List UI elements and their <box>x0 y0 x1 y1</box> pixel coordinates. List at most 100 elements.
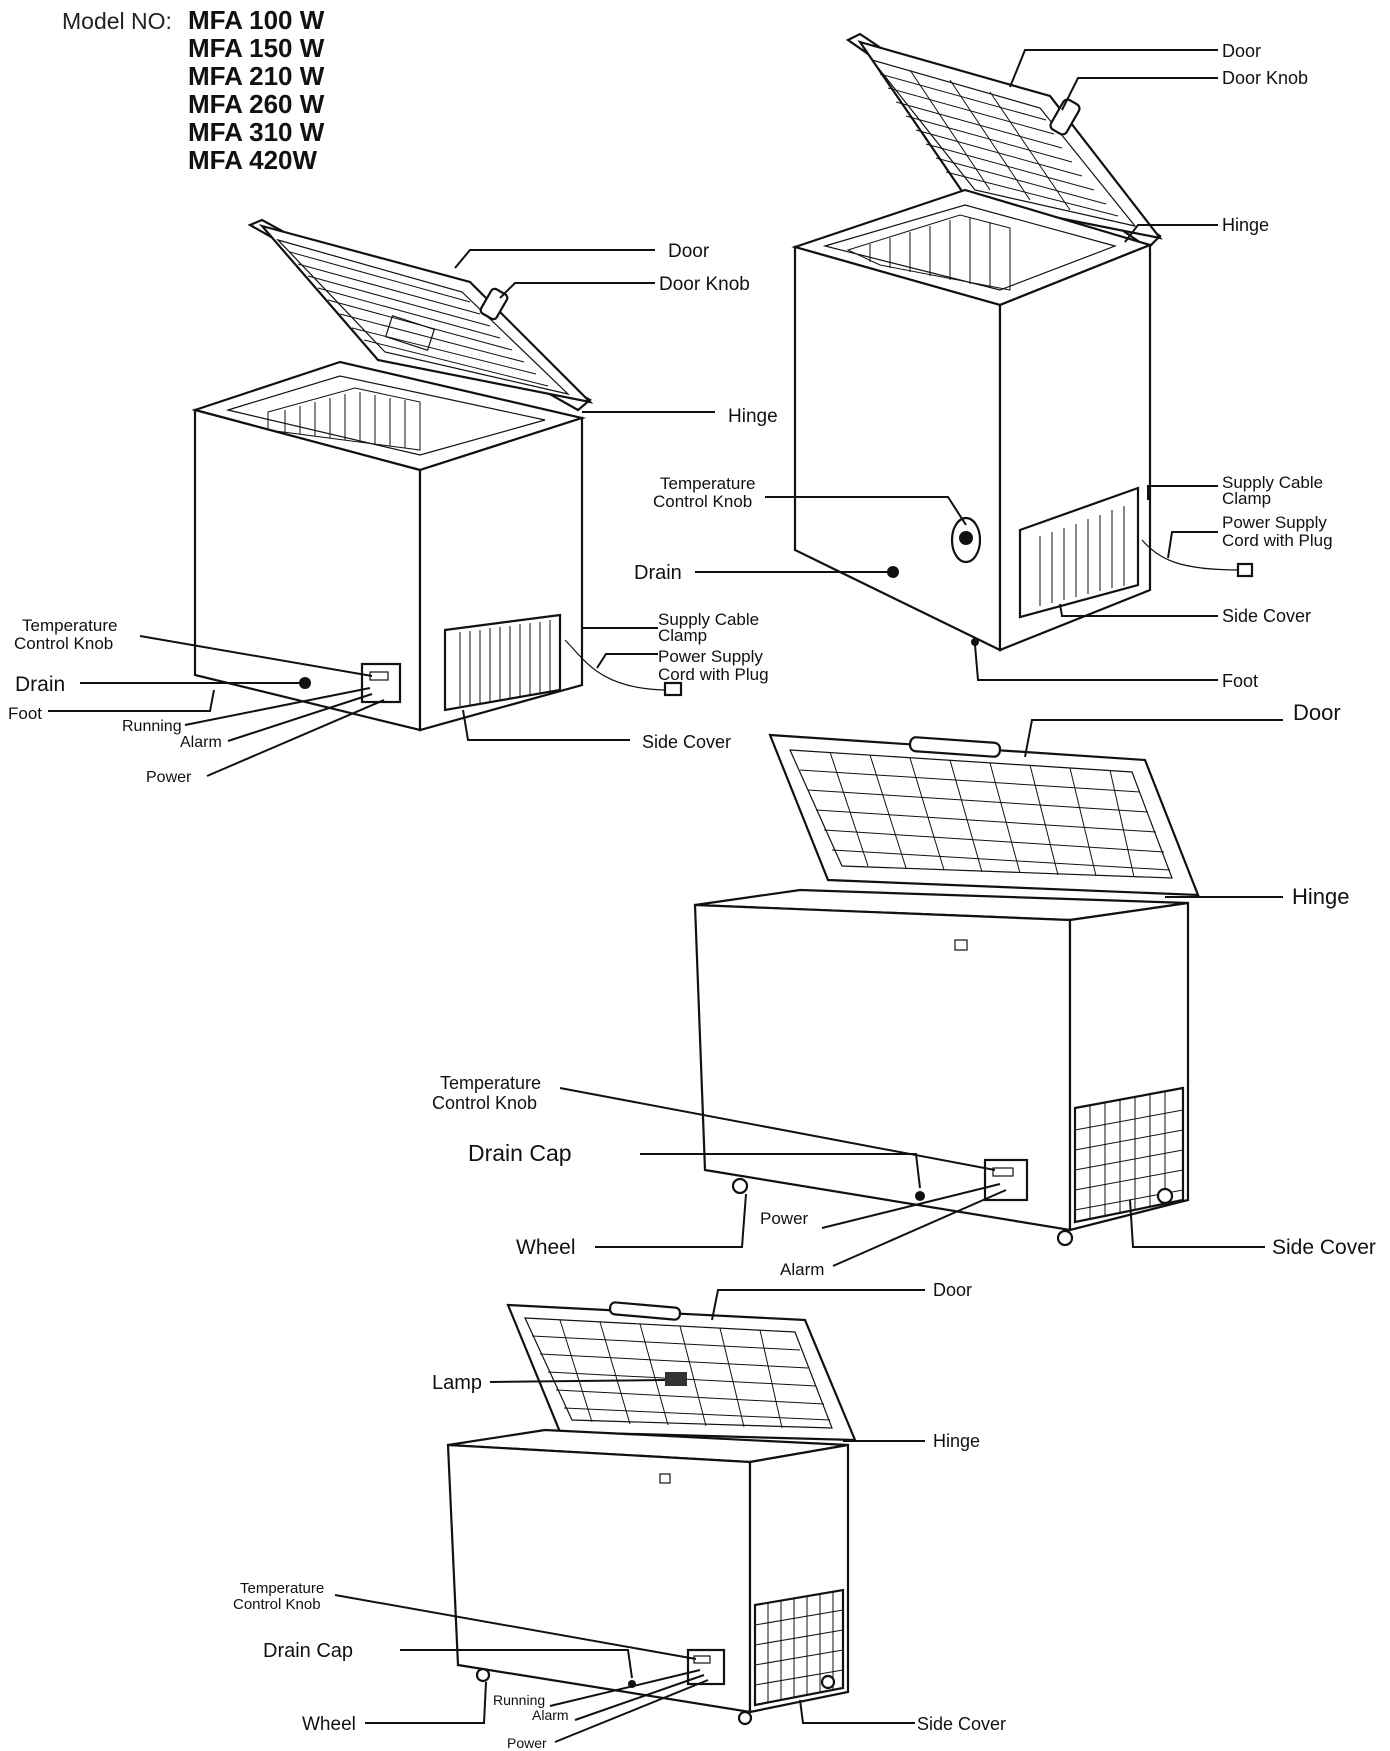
label-temperature-knob-line2: Control Knob <box>432 1093 537 1113</box>
label-temperature-knob-line2: Control Knob <box>233 1596 321 1613</box>
label-running: Running <box>122 718 182 735</box>
label-drain: Drain <box>634 562 682 584</box>
freezer-2-foot <box>971 638 979 646</box>
freezer-2-labels: Door Door Knob Hinge Temperature Control… <box>634 41 1333 691</box>
label-supply-cable-line1: Supply Cable <box>1222 473 1323 492</box>
freezer-3-drain-cap <box>915 1191 925 1201</box>
label-side-cover: Side Cover <box>917 1714 1006 1734</box>
label-foot: Foot <box>1222 671 1258 691</box>
label-lamp: Lamp <box>432 1372 482 1394</box>
label-door-knob: Door Knob <box>1222 68 1308 88</box>
freezer-4-wheel-rear <box>820 1674 836 1690</box>
freezer-3-lock <box>954 939 968 951</box>
label-supply-cable-line2: Clamp <box>1222 489 1271 508</box>
freezer-2-drain <box>887 566 899 578</box>
model-number: MFA 150 W <box>188 33 325 63</box>
freezer-4-lid-liner <box>524 1317 833 1429</box>
freezer-1-lid-lamp-plate <box>384 314 436 352</box>
label-side-cover: Side Cover <box>1272 1236 1376 1259</box>
freezer-3-control-panel <box>983 1158 1029 1202</box>
label-side-cover: Side Cover <box>1222 606 1311 626</box>
label-supply-cable-line2: Clamp <box>658 626 707 645</box>
freezer-3-labels: Door Hinge Temperature Control Knob Drai… <box>432 700 1376 1279</box>
freezer-4-lamp <box>665 1372 687 1386</box>
model-number: MFA 420W <box>188 145 318 175</box>
freezer-3-wheel-front-right <box>1056 1229 1074 1247</box>
freezer-4-side-cover <box>753 1588 845 1707</box>
label-hinge: Hinge <box>728 406 778 427</box>
label-door: Door <box>1293 700 1341 725</box>
freezer-4-leaders <box>334 1289 925 1743</box>
freezer-4-wheel-front-right <box>737 1710 753 1726</box>
label-supply-cable-line1: Supply Cable <box>658 610 759 629</box>
freezer-1-plug <box>663 681 683 697</box>
freezer-2-side-cover <box>1018 486 1140 619</box>
freezer-2-opening <box>822 204 1117 291</box>
freezer-1-leaders <box>48 249 715 777</box>
label-door: Door <box>668 241 710 262</box>
freezer-2-basket <box>846 214 1011 291</box>
label-hinge: Hinge <box>933 1431 980 1451</box>
freezer-3-lid-liner <box>789 749 1173 879</box>
model-number: MFA 310 W <box>188 117 325 147</box>
label-power: Power <box>146 769 192 786</box>
model-number: MFA 210 W <box>188 61 325 91</box>
freezer-1-power-cord <box>564 639 671 691</box>
freezer-3-illustration <box>693 733 1200 1247</box>
freezer-3-lid-grille <box>799 751 1171 878</box>
model-number-list: MFA 100 W MFA 150 W MFA 210 W MFA 260 W … <box>188 6 324 174</box>
freezer-1-lid-liner <box>276 238 570 396</box>
label-temperature-knob-line1: Temperature <box>440 1073 541 1093</box>
label-foot: Foot <box>8 704 42 723</box>
label-power: Power <box>760 1209 809 1228</box>
label-power-cord-line1: Power Supply <box>1222 513 1327 532</box>
freezer-2-side-cover-vents <box>1039 506 1125 606</box>
freezer-3-temperature-knob <box>992 1167 1014 1177</box>
freezer-1-basket <box>267 387 421 451</box>
label-drain-cap: Drain Cap <box>263 1640 353 1662</box>
freezer-1-side-cover-vents <box>459 620 551 706</box>
freezer-3-door-handle <box>908 736 1002 758</box>
freezer-2-front-panel <box>793 245 1002 652</box>
label-alarm: Alarm <box>180 734 222 751</box>
freezer-2-lid <box>857 40 1163 240</box>
label-power-cord-line2: Cord with Plug <box>1222 531 1333 550</box>
freezer-2-door-knob <box>1049 98 1081 136</box>
freezer-1-drain <box>299 677 311 689</box>
freezer-1-side-cover <box>443 613 562 712</box>
freezer-4-wheel-front-left <box>475 1667 491 1683</box>
freezer-2-lid-liner <box>870 58 1137 227</box>
model-number: MFA 260 W <box>188 89 325 119</box>
label-temperature-knob-line1: Temperature <box>240 1580 324 1597</box>
label-temperature-knob-line2: Control Knob <box>14 634 113 653</box>
label-side-cover: Side Cover <box>642 732 731 752</box>
label-temperature-knob-line1: Temperature <box>22 616 117 635</box>
label-alarm: Alarm <box>780 1260 824 1279</box>
label-power-cord-line2: Cord with Plug <box>658 665 769 684</box>
freezer-4-door-handle <box>608 1301 682 1321</box>
label-door: Door <box>933 1280 972 1300</box>
model-number-prefix: Model NO: <box>62 8 172 34</box>
freezer-2-leaders <box>695 49 1218 681</box>
freezer-2-illustration <box>791 32 1254 652</box>
label-power-cord-line1: Power Supply <box>658 647 763 666</box>
freezer-4-lock <box>659 1473 671 1484</box>
freezer-3-side-cover <box>1073 1086 1185 1224</box>
label-wheel: Wheel <box>516 1236 576 1259</box>
freezer-1-opening <box>225 375 546 456</box>
model-number: MFA 100 W <box>188 5 325 35</box>
label-door-knob: Door Knob <box>659 274 750 295</box>
label-wheel: Wheel <box>302 1714 356 1735</box>
freezer-2-temperature-knob <box>959 531 973 545</box>
freezer-3-wheel-rear <box>1156 1187 1174 1205</box>
label-hinge: Hinge <box>1222 215 1269 235</box>
freezer-3-side-cover-mesh <box>1074 1091 1184 1219</box>
freezer-4-side-cover-mesh <box>754 1592 844 1703</box>
label-drain: Drain <box>15 673 65 696</box>
freezer-3-leaders <box>559 719 1283 1267</box>
freezer-1-illustration <box>191 218 683 732</box>
label-hinge: Hinge <box>1292 884 1349 909</box>
label-door: Door <box>1222 41 1261 61</box>
